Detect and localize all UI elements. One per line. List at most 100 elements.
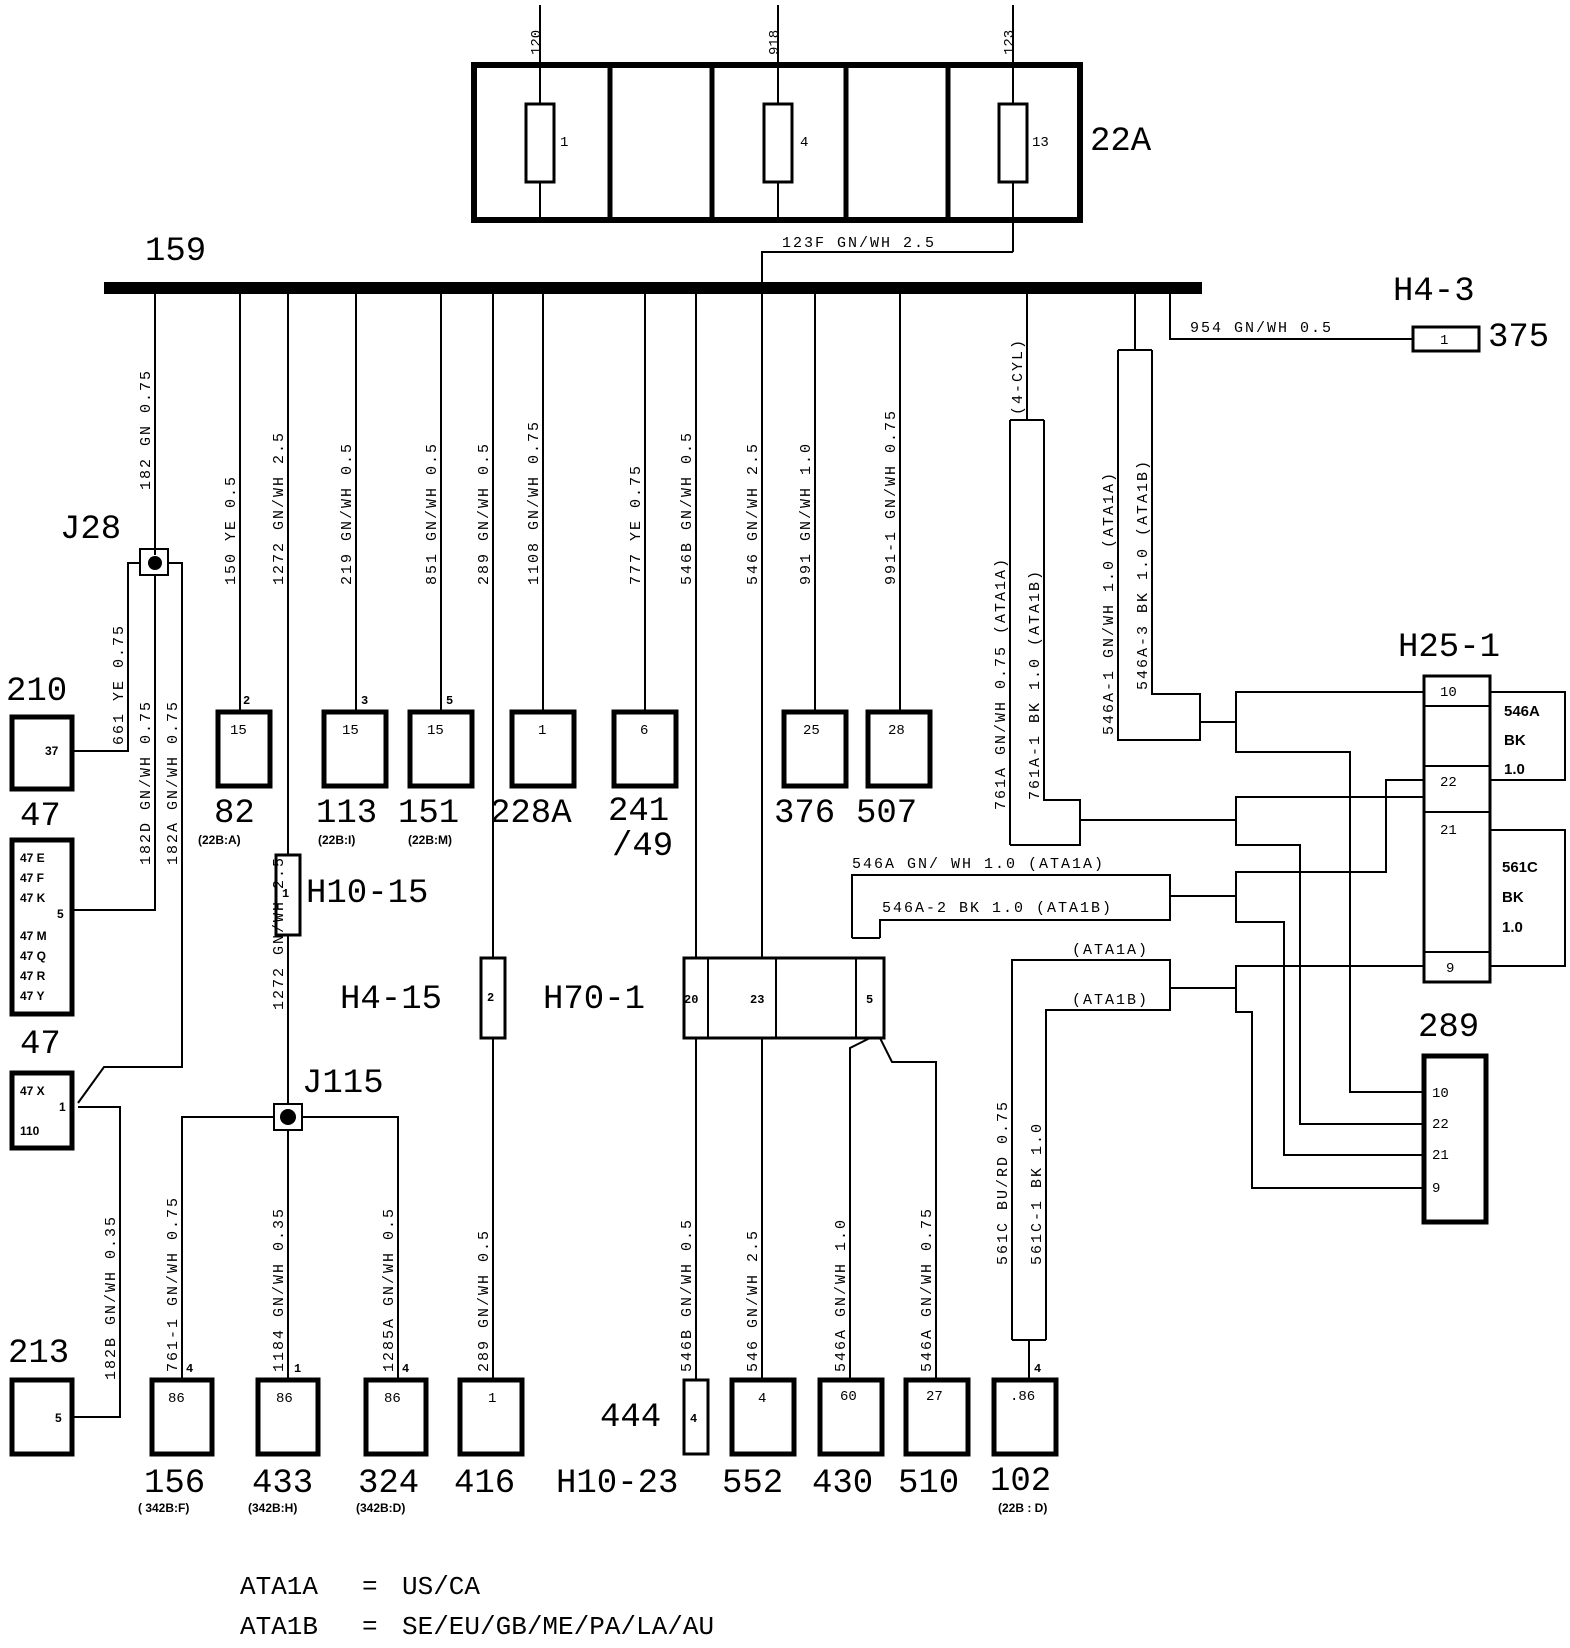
- wire-182d: 182D GN/WH 0.75: [138, 700, 155, 865]
- h4-3-label: H4-3: [1393, 273, 1475, 311]
- right-harness: 761A GN/WH 0.75 (ATA1A) 761A-1 BK 1.0 (A…: [851, 349, 1566, 1378]
- wire-661: 661 YE 0.75: [111, 624, 128, 745]
- svg-text:15: 15: [230, 723, 247, 739]
- wire-546b: 546B GN/WH 0.5: [679, 431, 696, 585]
- component-47x-label: 47: [20, 1026, 61, 1064]
- svg-text:9: 9: [1432, 1181, 1440, 1197]
- svg-text:6: 6: [640, 723, 648, 739]
- component-151: [407, 709, 475, 789]
- component-47x: [9, 1070, 75, 1151]
- svg-text:27: 27: [926, 1389, 943, 1405]
- left-side: J28 661 YE 0.75 182D GN/WH 0.75 182A GN/…: [6, 511, 183, 1457]
- h25-1-label: H25-1: [1398, 629, 1500, 667]
- wire-546a-1: 546A-1 GN/WH 1.0 (ATA1A): [1101, 471, 1118, 735]
- svg-text:BK: BK: [1504, 732, 1526, 749]
- connector-h25-1: [1422, 674, 1492, 984]
- component-213: [9, 1377, 75, 1457]
- legend-value-1: US/CA: [402, 1572, 480, 1602]
- busbar: [104, 282, 1202, 294]
- wire-1272: 1272 GN/WH 2.5: [271, 431, 288, 585]
- svg-text:37: 37: [45, 744, 59, 758]
- h70-1-label: H70-1: [543, 981, 645, 1019]
- svg-text:=: =: [362, 1572, 378, 1602]
- svg-text:4: 4: [186, 1362, 193, 1376]
- svg-text:86: 86: [168, 1391, 185, 1407]
- svg-text:82: 82: [214, 795, 255, 833]
- wire-761a: 761A GN/WH 0.75 (ATA1A): [993, 557, 1010, 810]
- h70-1-block: [682, 956, 886, 1040]
- wire-546a: 546A GN/ WH 1.0 (ATA1A): [852, 856, 1105, 873]
- svg-text:20: 20: [684, 993, 698, 1007]
- fuse-1: [524, 102, 556, 184]
- wire-761a-1: 761A-1 BK 1.0 (ATA1B): [1027, 569, 1044, 800]
- component-156: [149, 1377, 215, 1457]
- svg-text:H10-23: H10-23: [556, 1465, 678, 1503]
- svg-text:22: 22: [1432, 1117, 1449, 1133]
- svg-text:15: 15: [427, 723, 444, 739]
- svg-text:21: 21: [1432, 1148, 1449, 1164]
- connector-h70-1: 20 23 5 H70-1 546B GN/WH 0.5 546 GN/WH 2…: [543, 956, 937, 1380]
- svg-text:552: 552: [722, 1465, 783, 1503]
- wire-219: 219 GN/WH 0.5: [339, 442, 356, 585]
- svg-text:228A: 228A: [490, 795, 572, 833]
- component-210: [9, 714, 75, 792]
- component-552: [729, 1377, 797, 1457]
- wire-123f: 123F GN/WH 2.5: [782, 235, 936, 252]
- wire-289-lower: 289 GN/WH 0.5: [476, 1229, 493, 1372]
- legend-key-2: ATA1B: [240, 1612, 318, 1642]
- svg-text:1: 1: [294, 1362, 301, 1376]
- wire-120: 120: [529, 30, 545, 55]
- svg-text:416: 416: [454, 1465, 515, 1503]
- wire-546a-075: 546A GN/WH 0.75: [919, 1207, 936, 1372]
- svg-text:47 K: 47 K: [20, 891, 46, 905]
- svg-text:1: 1: [59, 1100, 66, 1114]
- fusebox-22a: 1 4 13 22A 120 918 123 123F GN/WH 2.5: [471, 5, 1152, 286]
- wire-851: 851 GN/WH 0.5: [424, 442, 441, 585]
- component-289: [1421, 1053, 1489, 1225]
- svg-text:(342B:D): (342B:D): [356, 1501, 405, 1515]
- svg-text:28: 28: [888, 723, 905, 739]
- svg-text:1.0: 1.0: [1504, 761, 1525, 778]
- component-433: [255, 1377, 321, 1457]
- legend-key-1: ATA1A: [240, 1572, 318, 1602]
- svg-text:156: 156: [144, 1465, 205, 1503]
- svg-text:151: 151: [398, 795, 459, 833]
- fuse-label-4: 4: [800, 135, 808, 151]
- svg-text:5: 5: [446, 694, 453, 708]
- wire-991: 991 GN/WH 1.0: [798, 442, 815, 585]
- svg-text:1.0: 1.0: [1502, 919, 1523, 936]
- svg-text:2: 2: [487, 991, 494, 1005]
- svg-text:5: 5: [55, 1411, 62, 1425]
- svg-text:22: 22: [1440, 775, 1457, 791]
- component-47: [9, 837, 75, 1017]
- svg-text:86: 86: [276, 1391, 293, 1407]
- svg-text:47 M: 47 M: [20, 929, 47, 943]
- svg-text:507: 507: [856, 795, 917, 833]
- wire-ata1a: (ATA1A): [1072, 942, 1149, 959]
- wire-918: 918: [767, 30, 783, 55]
- svg-text:433: 433: [252, 1465, 313, 1503]
- wire-546-lower: 546 GN/WH 2.5: [745, 1229, 762, 1372]
- svg-text:430: 430: [812, 1465, 873, 1503]
- component-416: [457, 1377, 525, 1457]
- svg-text:47 R: 47 R: [20, 969, 46, 983]
- wire-546: 546 GN/WH 2.5: [745, 442, 762, 585]
- middle-section: 1 H10-15 1272 GN/WH 2.5 J115 761-1 GN/WH…: [165, 853, 507, 1380]
- svg-text:/49: /49: [612, 828, 673, 866]
- component-430: [817, 1377, 885, 1457]
- h10-15-label: H10-15: [306, 875, 428, 913]
- wire-182: 182 GN 0.75: [138, 369, 155, 490]
- fuse-label-13: 13: [1032, 135, 1049, 151]
- svg-text:3: 3: [361, 694, 368, 708]
- component-102: [991, 1377, 1059, 1457]
- svg-text:BK: BK: [1502, 889, 1524, 906]
- wire-954: 954 GN/WH 0.5: [1190, 320, 1333, 337]
- top-components: 15 2 82 (22B:A) 15 3 113 (22B:I) 15 5 15…: [198, 694, 933, 866]
- svg-text:1: 1: [488, 1391, 496, 1407]
- svg-text:.86: .86: [1010, 1389, 1035, 1405]
- svg-text:241: 241: [608, 793, 669, 831]
- svg-text:47 Q: 47 Q: [20, 949, 46, 963]
- svg-text:47 F: 47 F: [20, 871, 44, 885]
